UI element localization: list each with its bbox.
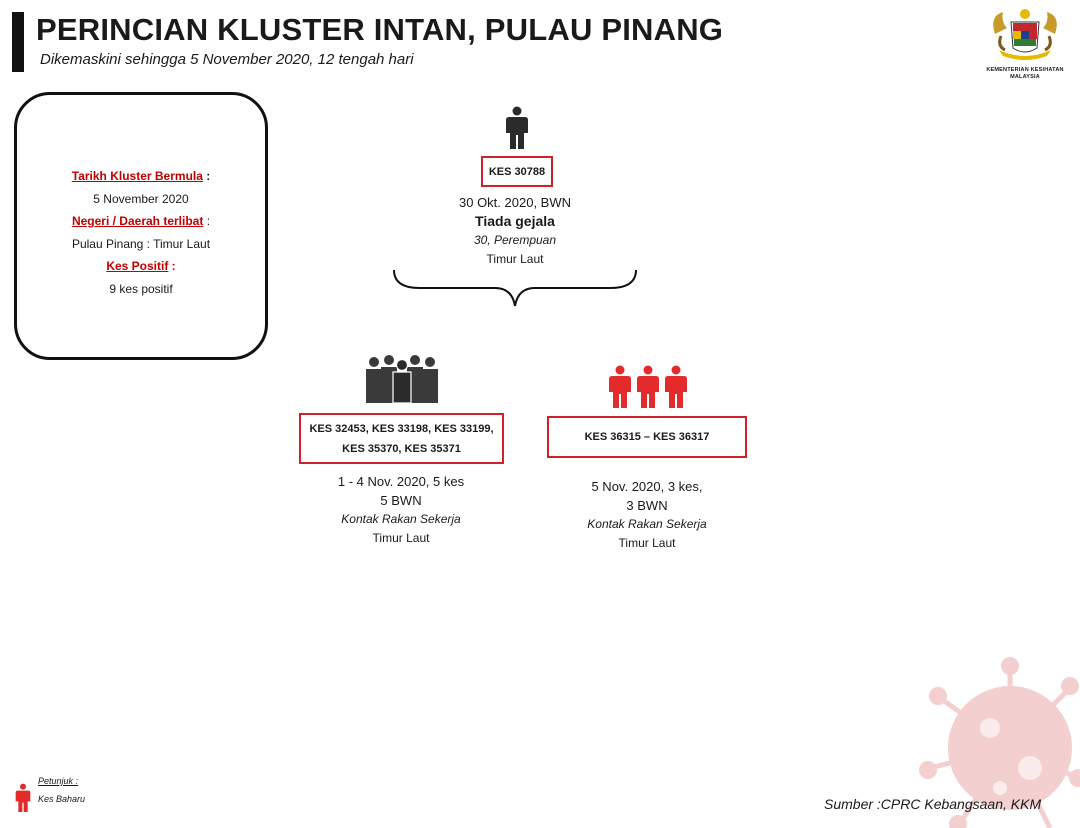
left-group-date: 1 - 4 Nov. 2020, 5 kes [337, 474, 465, 489]
right-group-date: 5 Nov. 2020, 3 kes, [591, 479, 703, 494]
index-case-details: 30 Okt. 2020, BWN Tiada gejala 30, Perem… [415, 193, 615, 269]
left-group-count: 5 BWN [380, 493, 422, 508]
index-case-symptom: Tiada gejala [475, 213, 555, 229]
start-date-value: 5 November 2020 [93, 191, 189, 206]
new-case-person-icon [15, 783, 31, 812]
virus-watermark [919, 657, 1080, 828]
left-group-details: 1 - 4 Nov. 2020, 5 kes 5 BWN Kontak Raka… [301, 472, 501, 548]
page-subtitle: Dikemaskini sehingga 5 November 2020, 12… [40, 51, 414, 68]
page-title: PERINCIAN KLUSTER INTAN, PULAU PINANG [36, 12, 724, 47]
positive-cases-label: Kes Positif [106, 259, 169, 273]
index-case-profile: 30, Perempuan [473, 233, 557, 247]
index-case-date: 30 Okt. 2020, BWN [459, 195, 571, 210]
positive-cases-colon: : [171, 259, 176, 273]
group-icon [366, 355, 438, 404]
right-group-district: Timur Laut [618, 536, 676, 550]
logo-caption-line1: KEMENTERIAN KESIHATAN [986, 67, 1064, 73]
index-case-box: KES 30788 [481, 156, 553, 187]
new-case-person-icon [637, 365, 659, 408]
cluster-info-box: Tarikh Kluster Bermula : 5 November 2020… [14, 92, 268, 360]
state-label: Negeri / Daerah terlibat [71, 214, 204, 228]
right-group-case-box: KES 36315 – KES 36317 [547, 416, 747, 458]
legend-new-case: Kes Baharu [38, 794, 86, 804]
index-case-id: KES 30788 [488, 165, 546, 178]
source-note: Sumber :CPRC Kebangsaan, KKM [824, 796, 1042, 812]
right-group-relation: Kontak Rakan Sekerja [587, 517, 707, 531]
ministry-logo: KEMENTERIAN KESIHATAN MALAYSIA [984, 6, 1066, 80]
logo-caption-line2: MALAYSIA [1010, 74, 1040, 80]
left-group-case-line1: KES 32453, KES 33198, KES 33199, [309, 422, 494, 435]
title-accent-bar [12, 12, 24, 72]
state-colon: : [206, 214, 211, 228]
index-case-district: Timur Laut [486, 252, 544, 266]
new-case-person-icon [609, 365, 631, 408]
person-icon [506, 106, 528, 149]
legend-title: Petunjuk : [38, 776, 79, 786]
start-date-label: Tarikh Kluster Bermula [71, 169, 203, 183]
left-group-relation: Kontak Rakan Sekerja [341, 512, 461, 526]
left-group-case-line2: KES 35370, KES 35371 [342, 442, 461, 455]
right-group-count: 3 BWN [626, 498, 668, 513]
coat-of-arms-icon [993, 9, 1057, 60]
right-group-case-ids: KES 36315 – KES 36317 [584, 431, 710, 443]
right-group-details: 5 Nov. 2020, 3 kes, 3 BWN Kontak Rakan S… [547, 477, 747, 553]
start-date-colon: : [206, 169, 211, 183]
positive-cases-value: 9 kes positif [109, 281, 173, 296]
new-case-person-icon [665, 365, 687, 408]
left-group-district: Timur Laut [372, 531, 430, 545]
curly-brace-connector [393, 269, 637, 307]
left-group-case-box: KES 32453, KES 33198, KES 33199, KES 353… [299, 413, 504, 464]
state-value: Pulau Pinang : Timur Laut [71, 236, 211, 251]
new-case-icons [609, 365, 687, 408]
